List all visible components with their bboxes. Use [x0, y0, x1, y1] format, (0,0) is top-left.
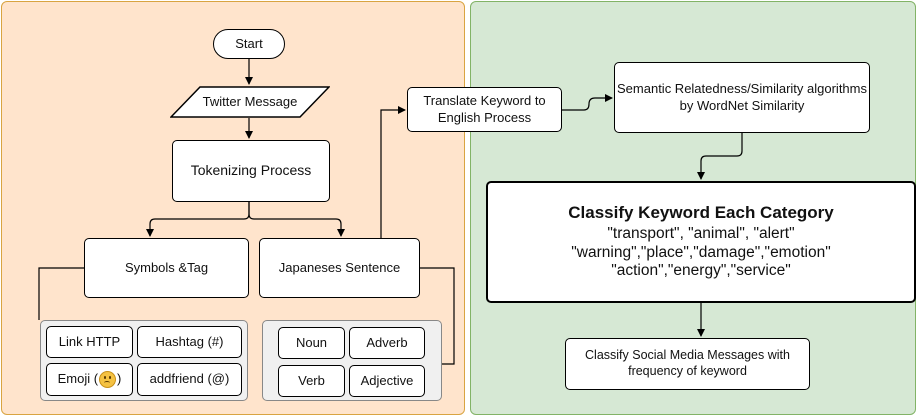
classify-social-media-node: Classify Social Media Messages with freq…	[565, 338, 810, 390]
sad-face-emoji-icon	[99, 371, 117, 388]
chip-noun: Noun	[278, 327, 345, 359]
chip-adverb-label: Adverb	[366, 334, 408, 350]
classify-title: Classify Keyword Each Category	[568, 202, 834, 222]
start-label: Start	[235, 35, 263, 51]
japanese-sentence-label: Japaneses Sentence	[278, 259, 401, 275]
chip-addfriend-label: addfriend (@)	[149, 371, 230, 387]
chip-link-label: Link HTTP	[58, 333, 121, 349]
chip-adjective-label: Adjective	[360, 372, 414, 388]
japanese-sentence-node: Japaneses Sentence	[259, 238, 420, 298]
chip-noun-label: Noun	[295, 334, 328, 350]
classify-line-3: "action","energy","service"	[611, 262, 791, 280]
chip-emoji-prefix: Emoji (	[57, 371, 99, 387]
tokenizing-label: Tokenizing Process	[190, 162, 312, 179]
classify-line-1: "transport", "animal", "alert"	[607, 225, 795, 243]
chip-hashtag-label: Hashtag (#)	[155, 333, 224, 349]
chip-adverb: Adverb	[349, 327, 425, 359]
classify-keyword-node: Classify Keyword Each Category "transpor…	[486, 181, 916, 303]
classify-line-2: "warning","place","damage","emotion"	[571, 243, 831, 261]
chip-hashtag: Hashtag (#)	[137, 326, 242, 358]
semantic-label: Semantic Relatedness/Similarity algorith…	[617, 81, 867, 113]
chip-emoji-suffix: )	[117, 371, 122, 387]
symbols-tag-node: Symbols &Tag	[84, 238, 249, 298]
chip-verb: Verb	[278, 365, 345, 397]
chip-addfriend: addfriend (@)	[137, 363, 242, 396]
chip-emoji: Emoji ()	[46, 363, 133, 396]
semantic-similarity-node: Semantic Relatedness/Similarity algorith…	[614, 62, 870, 133]
chip-verb-label: Verb	[298, 372, 325, 388]
translate-label: Translate Keyword to English Process	[423, 93, 546, 125]
twitter-message-node: Twitter Message	[170, 86, 330, 118]
chip-adjective: Adjective	[349, 365, 425, 397]
chip-link-http: Link HTTP	[46, 326, 133, 358]
tokenizing-process-node: Tokenizing Process	[172, 140, 330, 202]
symbols-tag-label: Symbols &Tag	[124, 259, 209, 275]
parallelogram-shape	[170, 86, 330, 118]
translate-keyword-node: Translate Keyword to English Process	[407, 87, 562, 132]
twitter-message-label: Twitter Message	[202, 93, 298, 109]
start-node: Start	[213, 29, 285, 59]
social-label: Classify Social Media Messages with freq…	[585, 348, 790, 378]
